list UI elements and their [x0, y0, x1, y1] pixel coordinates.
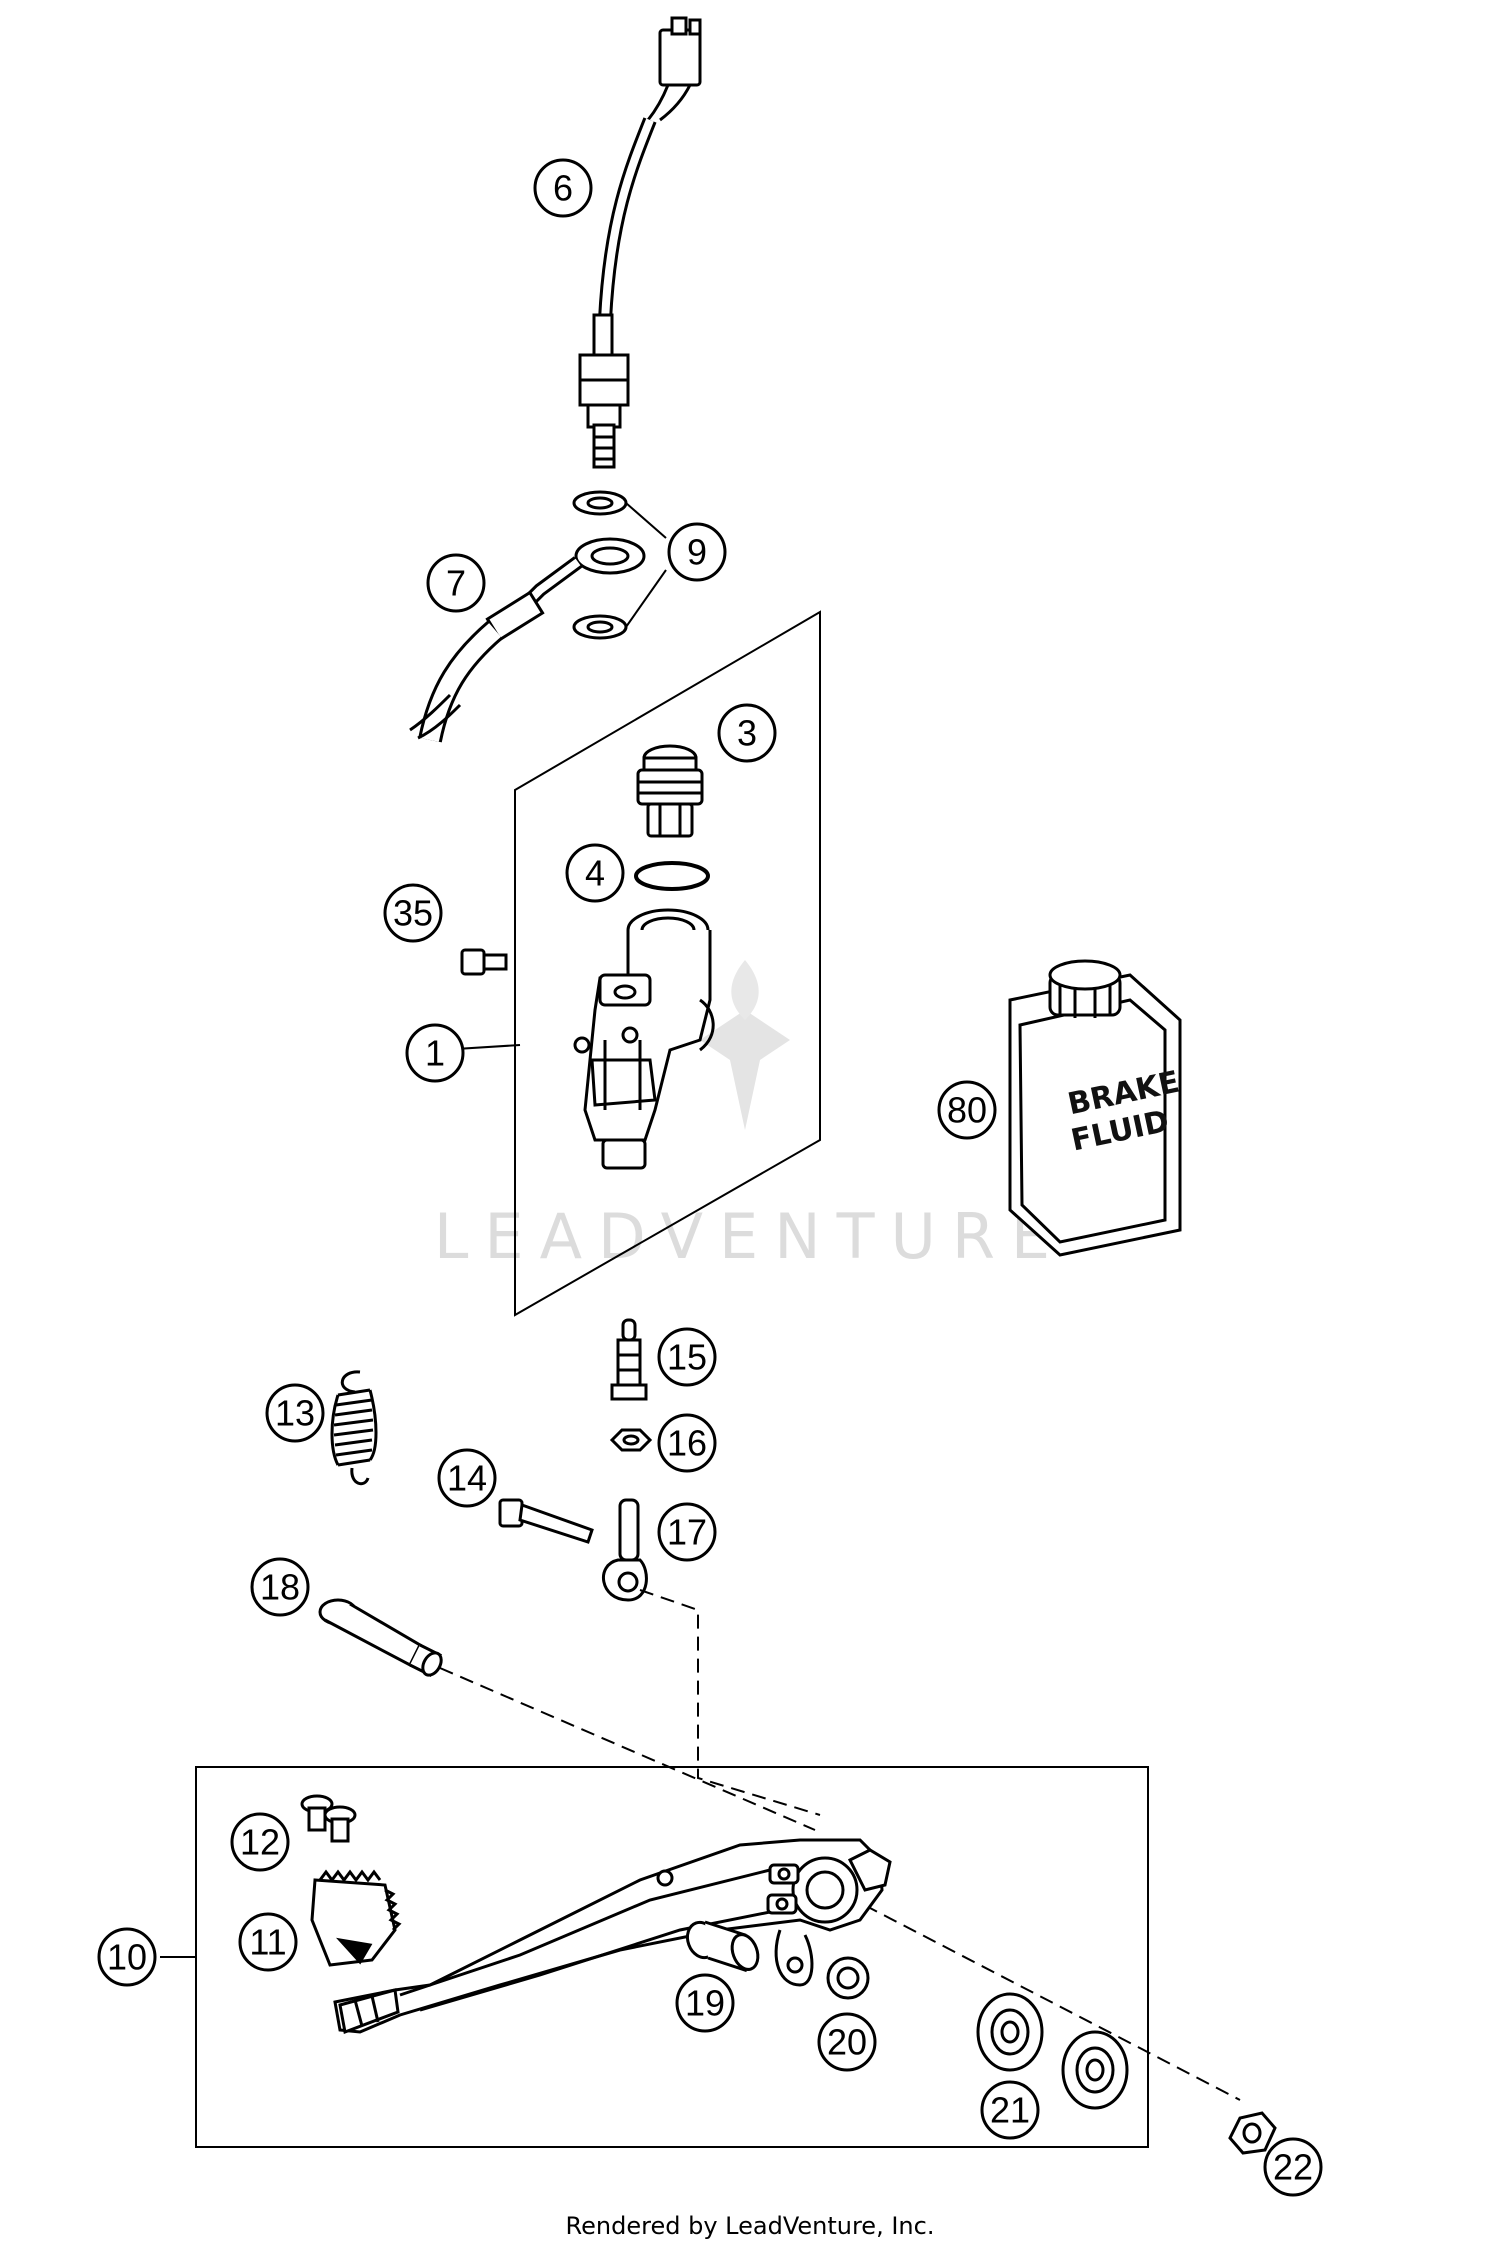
- callout-20[interactable]: 20: [817, 2012, 877, 2072]
- callout-20-label: 20: [827, 2022, 867, 2063]
- callout-4[interactable]: 4: [565, 843, 625, 903]
- callout-3[interactable]: 3: [717, 703, 777, 763]
- part-19-bush: [685, 1920, 760, 1973]
- part-20-spacer: [826, 1956, 870, 2000]
- master-cylinder-outline: [514, 610, 821, 1317]
- callout-1-label: 1: [425, 1033, 445, 1074]
- part-22-lock-nut: [1228, 2111, 1277, 2155]
- callout-15-label: 15: [667, 1337, 707, 1378]
- part-6-brake-light-switch: [578, 16, 702, 469]
- footer-credit: Rendered by LeadVenture, Inc.: [565, 2212, 935, 2240]
- part-13-spring: [330, 1370, 378, 1486]
- callouts: 6 9 7 3 4 35 1 80: [97, 158, 1323, 2197]
- callout-80-label: 80: [947, 1090, 987, 1131]
- part-11-step-plate: [310, 1869, 402, 1967]
- callout-4-label: 4: [585, 853, 605, 894]
- callout-7[interactable]: 7: [426, 553, 486, 613]
- part-21-bearings: [976, 1992, 1129, 2110]
- callout-11-label: 11: [249, 1922, 286, 1963]
- part-9-sealing-rings: [572, 490, 628, 640]
- callout-15[interactable]: 15: [657, 1327, 717, 1387]
- callout-14-label: 14: [447, 1458, 487, 1499]
- callout-17-label: 17: [667, 1512, 707, 1553]
- callout-21-label: 21: [990, 2090, 1030, 2131]
- callout-6-label: 6: [553, 168, 573, 209]
- callout-22-label: 22: [1273, 2147, 1313, 2188]
- part-4-o-ring: [634, 861, 710, 891]
- part-14-bolt: [498, 1498, 594, 1544]
- callout-22[interactable]: 22: [1263, 2137, 1323, 2197]
- callout-16[interactable]: 16: [657, 1413, 717, 1473]
- part-17-clevis: [602, 1498, 648, 1602]
- callout-16-label: 16: [667, 1423, 707, 1464]
- callout-18[interactable]: 18: [250, 1557, 310, 1617]
- callout-3-label: 3: [737, 713, 757, 754]
- callout-35[interactable]: 35: [383, 883, 443, 943]
- part-16-nut: [609, 1428, 653, 1452]
- part-3-reservoir-cap: [636, 744, 704, 838]
- callout-9-label: 9: [687, 532, 707, 573]
- callout-80[interactable]: 80: [937, 1080, 997, 1140]
- callout-13-label: 13: [275, 1393, 315, 1434]
- part-80-brake-fluid-bottle: BRAKE FLUID: [1008, 959, 1182, 1257]
- callout-13[interactable]: 13: [265, 1383, 325, 1443]
- callout-19[interactable]: 19: [675, 1973, 735, 2033]
- watermark: LEADVENTURE: [434, 960, 1066, 1273]
- callout-1[interactable]: 1: [405, 1023, 465, 1083]
- callout-11[interactable]: 11: [238, 1912, 298, 1972]
- part-15-push-rod: [610, 1318, 648, 1401]
- callout-18-label: 18: [260, 1567, 300, 1608]
- callout-19-label: 19: [685, 1983, 725, 2024]
- callout-14[interactable]: 14: [437, 1448, 497, 1508]
- callout-6[interactable]: 6: [533, 158, 593, 218]
- callout-21[interactable]: 21: [980, 2080, 1040, 2140]
- assembly-lines: [439, 1589, 1241, 2101]
- part-10-brake-pedal: [333, 1838, 892, 2035]
- callout-10[interactable]: 10: [97, 1927, 157, 1987]
- part-18-pin: [318, 1598, 443, 1678]
- callout-35-label: 35: [393, 893, 433, 934]
- part-35-screw: [460, 948, 508, 976]
- watermark-text: LEADVENTURE: [434, 1200, 1066, 1273]
- callout-7-label: 7: [446, 563, 466, 604]
- part-7-brake-line: [409, 537, 646, 743]
- part-12-rivets: [300, 1794, 357, 1843]
- callout-12-label: 12: [240, 1822, 280, 1863]
- callout-9[interactable]: 9: [667, 522, 727, 582]
- callout-10-label: 10: [107, 1937, 147, 1978]
- part-1-master-cylinder: [573, 908, 715, 1170]
- callout-12[interactable]: 12: [230, 1812, 290, 1872]
- callout-17[interactable]: 17: [657, 1502, 717, 1562]
